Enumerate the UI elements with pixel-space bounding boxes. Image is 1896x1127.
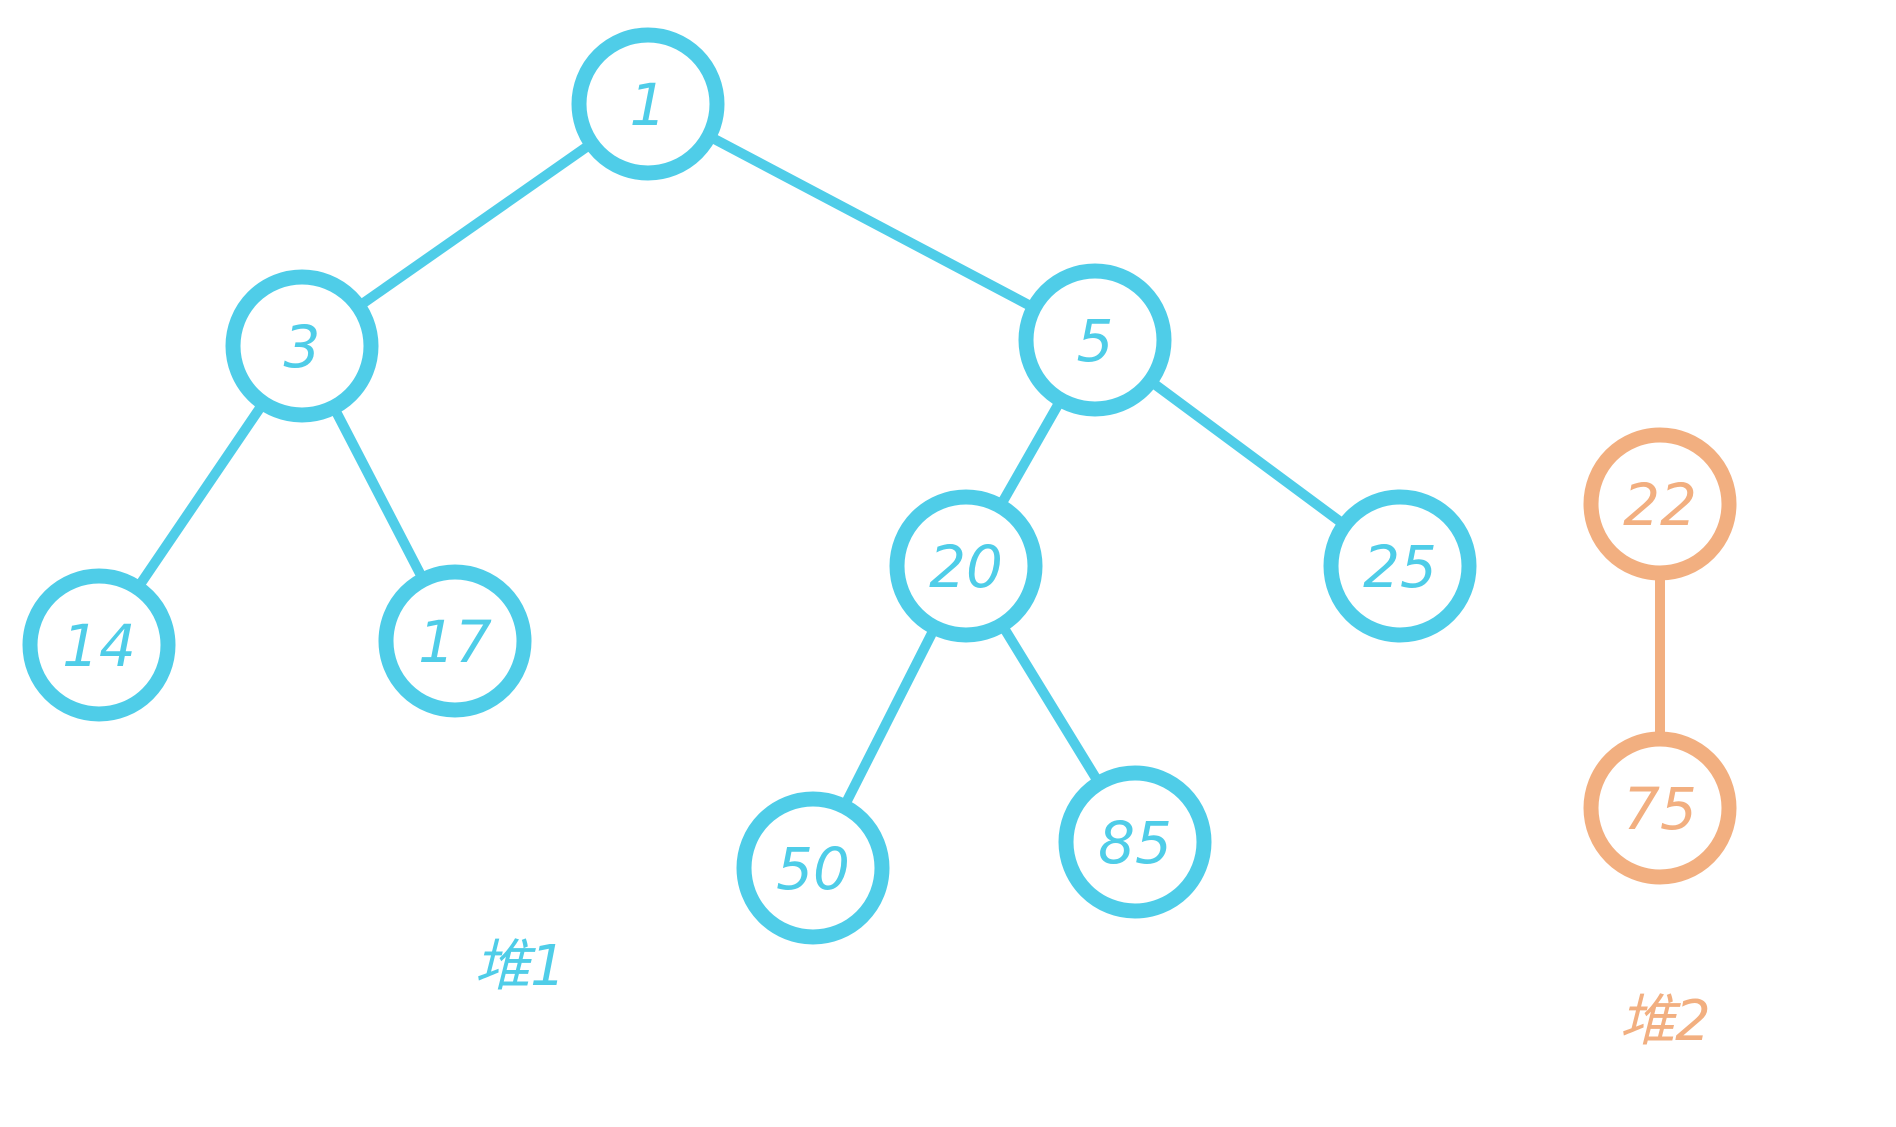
node-value: 1	[630, 71, 667, 139]
node-circle	[1058, 765, 1212, 919]
node-value: 85	[1098, 809, 1172, 877]
edge-n20-n85	[995, 618, 1106, 790]
node-value: 14	[62, 612, 136, 680]
edges-layer	[131, 129, 1665, 813]
node-value: 5	[1077, 307, 1114, 375]
node-14: 14	[22, 568, 176, 722]
node-circle	[22, 568, 176, 722]
node-20: 20	[889, 489, 1043, 643]
node-25: 25	[1323, 489, 1477, 643]
node-circle	[889, 489, 1043, 643]
node-circle	[1323, 489, 1477, 643]
node-value: 20	[929, 533, 1003, 601]
edge-n1-n5	[703, 129, 1040, 315]
node-value: 17	[418, 608, 492, 676]
node-circle	[1583, 731, 1737, 885]
edge-n3-n17	[327, 401, 430, 586]
node-circle	[1018, 263, 1172, 417]
node-22: 22	[1583, 427, 1737, 581]
edge-n20-n50	[837, 621, 942, 813]
node-circle	[225, 269, 379, 423]
node-3: 3	[225, 269, 379, 423]
node-17: 17	[378, 564, 532, 718]
node-value: 50	[776, 835, 850, 903]
edge-n5-n20	[993, 393, 1068, 513]
heap2-label: 堆2	[1619, 989, 1711, 1054]
node-85: 85	[1058, 765, 1212, 919]
heap1-label: 堆1	[474, 934, 566, 999]
nodes-layer: 1 3 5 14 17 20 25 50 85 22 75	[22, 27, 1737, 945]
node-value: 25	[1363, 533, 1437, 601]
node-1: 1	[571, 27, 725, 181]
node-circle	[1583, 427, 1737, 581]
edge-n5-n25	[1144, 374, 1351, 532]
edge-n1-n3	[352, 137, 598, 313]
edge-n3-n14	[131, 396, 270, 595]
node-5: 5	[1018, 263, 1172, 417]
node-75: 75	[1583, 731, 1737, 885]
node-value: 75	[1623, 775, 1697, 843]
node-value: 3	[284, 313, 321, 381]
node-circle	[378, 564, 532, 718]
node-circle	[571, 27, 725, 181]
node-50: 50	[736, 791, 890, 945]
node-circle	[736, 791, 890, 945]
node-value: 22	[1623, 471, 1697, 539]
